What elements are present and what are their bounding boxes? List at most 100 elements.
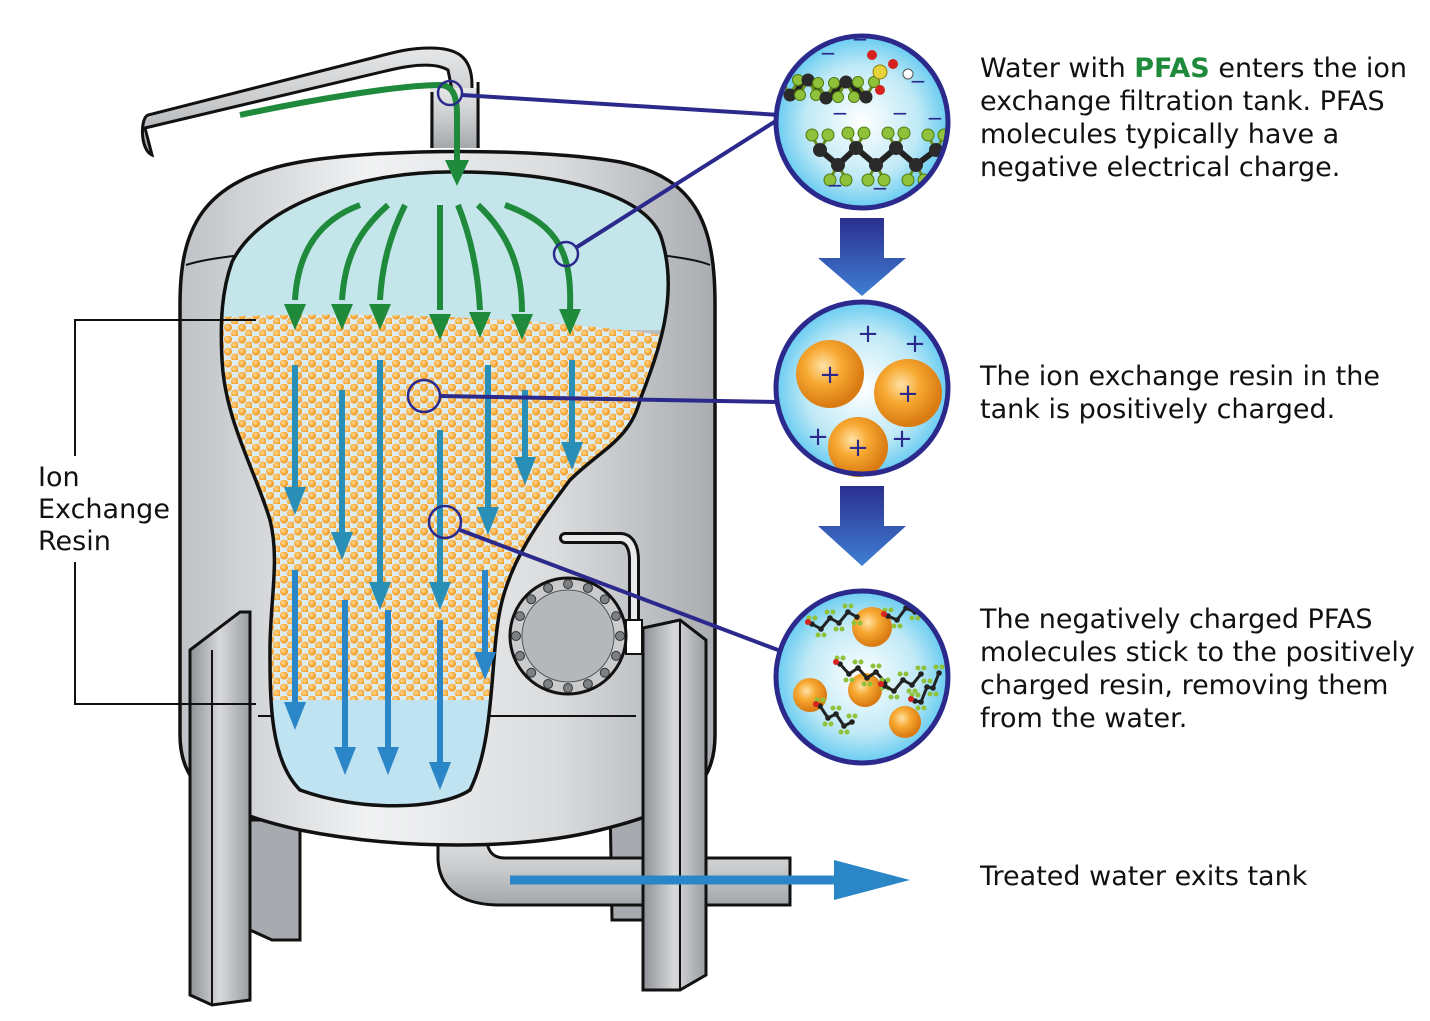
carbon-atom (936, 670, 942, 676)
fluorine-atom (848, 603, 854, 609)
fluorine-atom (915, 705, 921, 711)
sulfur-atom (872, 64, 888, 80)
flow-arrowhead (469, 312, 491, 338)
carbon-atom (783, 88, 797, 102)
oxygen-atom (908, 696, 914, 702)
flow-arrowhead (377, 747, 399, 775)
fluorine-atom (828, 721, 834, 727)
fluorine-atom (909, 615, 915, 621)
bolt (615, 631, 625, 641)
fluorine-atom (857, 126, 871, 140)
carbon-atom (930, 601, 936, 607)
negative-charge: − (832, 101, 849, 125)
hydrogen-atom (902, 68, 914, 80)
fluorine-atom (897, 126, 911, 140)
fluorine-atom (823, 173, 837, 187)
fluorine-atom (924, 593, 930, 597)
positive-charge: + (807, 422, 829, 452)
fluorine-atom (812, 77, 824, 89)
bolt (611, 650, 622, 661)
oxygen-atom (888, 59, 898, 69)
negative-charge: − (892, 101, 909, 125)
fluorine-atom (846, 713, 852, 719)
fluorine-atom (852, 76, 864, 88)
carbon-atom (921, 597, 927, 603)
carbon-atom (833, 711, 839, 717)
carbon-atom (869, 158, 883, 172)
oxygen-atom (813, 701, 819, 707)
fluorine-atom (915, 615, 921, 621)
flow-arrowhead (284, 487, 306, 515)
pfas-highlight: PFAS (1134, 53, 1210, 84)
fluorine-atom (888, 694, 894, 700)
oxygen-atom (878, 681, 884, 687)
fluorine-atom (838, 729, 844, 735)
bolt (526, 667, 537, 678)
fluorine-atom (815, 632, 821, 638)
fluorine-atom (828, 77, 840, 89)
carbon-atom (819, 91, 833, 105)
inlet-flow-arrow (239, 81, 469, 186)
oxygen-atom (805, 619, 811, 625)
flow-arrowhead (369, 304, 391, 330)
bolt (543, 582, 554, 593)
flow-line (475, 202, 525, 313)
fluorine-atom (933, 691, 939, 697)
positive-charge: + (897, 379, 919, 409)
fluorine-atom (885, 677, 891, 683)
caption-step3: The negatively charged PFAS molecules st… (980, 604, 1415, 734)
fluorine-atom (836, 705, 842, 711)
fluorine-atom (830, 609, 836, 615)
fluorine-atom (939, 664, 945, 670)
fluorine-atom (881, 126, 895, 140)
callout-connectors (406, 79, 792, 652)
fluorine-atom (842, 603, 848, 609)
bubble-pfas-molecules: −−−−−−−− (773, 27, 951, 211)
fluorine-atom (877, 173, 891, 187)
down-arrow-2 (818, 486, 906, 566)
flow-line (455, 203, 483, 311)
flow-arrowhead (474, 652, 496, 680)
fluorine-atom (851, 620, 857, 626)
bubble-positive-resin: +++++++ (773, 299, 951, 477)
flow-arrowhead (559, 309, 581, 335)
carbon-atom (849, 141, 863, 155)
caption-step2: The ion exchange resin in the tank is po… (980, 361, 1380, 425)
fluorine-atom (833, 626, 839, 632)
flow-arrowhead (334, 747, 356, 775)
carbon-atom (891, 688, 897, 694)
fluorine-atom (830, 705, 836, 711)
flow-arrowhead (511, 314, 533, 340)
flow-arrowhead (284, 702, 306, 730)
fluorine-atom (861, 681, 867, 687)
fluorine-atom (891, 623, 897, 629)
fluorine-atom (821, 128, 835, 142)
fluorine-atom (852, 713, 858, 719)
positive-charge: + (819, 360, 841, 390)
bolt (582, 679, 593, 690)
manhole-hatch (508, 532, 643, 696)
oxygen-atom (881, 611, 887, 617)
oxygen-atom (875, 85, 885, 95)
bolt (563, 579, 573, 589)
fluorine-atom (894, 694, 900, 700)
flow-arrowhead (429, 582, 451, 610)
fluorine-atom (918, 593, 924, 597)
bubble-pfas-bound (773, 588, 951, 766)
flow-arrowhead (331, 304, 353, 330)
fluorine-atom (921, 705, 927, 711)
fluorine-atom (812, 615, 818, 621)
flow-arrowhead (429, 762, 451, 790)
flow-arrowhead (561, 442, 583, 470)
fluorine-atom (839, 626, 845, 632)
bolt (511, 631, 521, 641)
tank-legs-front (188, 610, 708, 1007)
fluorine-atom (849, 677, 855, 683)
bolt (543, 679, 554, 690)
bolt (599, 594, 610, 605)
fluorine-atom (897, 671, 903, 677)
fluorine-atom (822, 721, 828, 727)
negative-charge: − (827, 173, 844, 197)
negative-charge: − (852, 27, 869, 51)
